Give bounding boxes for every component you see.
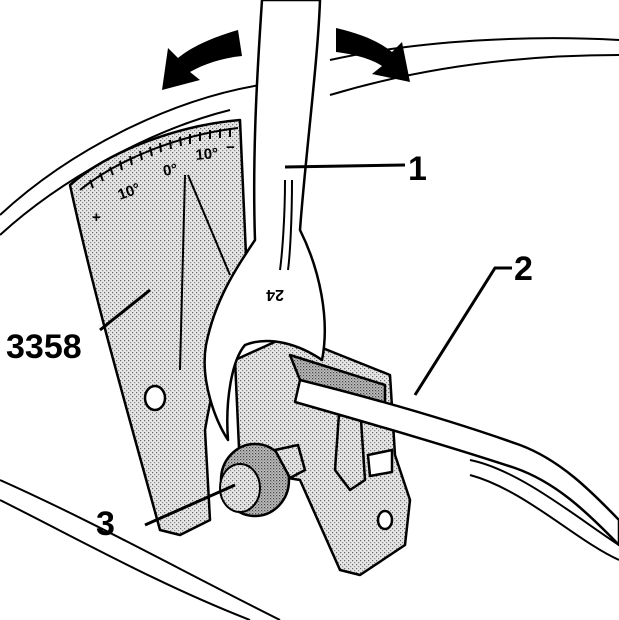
scale-left-10-degree: 10° — [116, 180, 143, 204]
label-part-3: 3 — [96, 505, 115, 543]
label-part-1: 1 — [408, 150, 427, 188]
rotate-left-arrow-icon — [162, 30, 242, 90]
scale-ticks — [79, 127, 239, 191]
open-end-wrench: 24 — [203, 0, 326, 442]
leader-lines — [99, 163, 512, 527]
scale-plus-sign: + — [92, 209, 101, 226]
knurled-thumb-screw — [219, 442, 307, 518]
scale-right-10-degree: 10° — [195, 145, 219, 164]
label-part-2: 2 — [514, 250, 533, 288]
scale-minus-sign: − — [226, 139, 235, 156]
rotate-right-arrow-icon — [336, 28, 410, 82]
scale-zero-degree: 0° — [162, 161, 179, 180]
adjustment-rod — [293, 378, 619, 547]
mounting-hole — [143, 384, 167, 412]
bracket-bolt-hole — [376, 509, 394, 531]
label-tool-3358: 3358 — [6, 328, 82, 366]
wrench-size-marking: 24 — [266, 286, 284, 303]
